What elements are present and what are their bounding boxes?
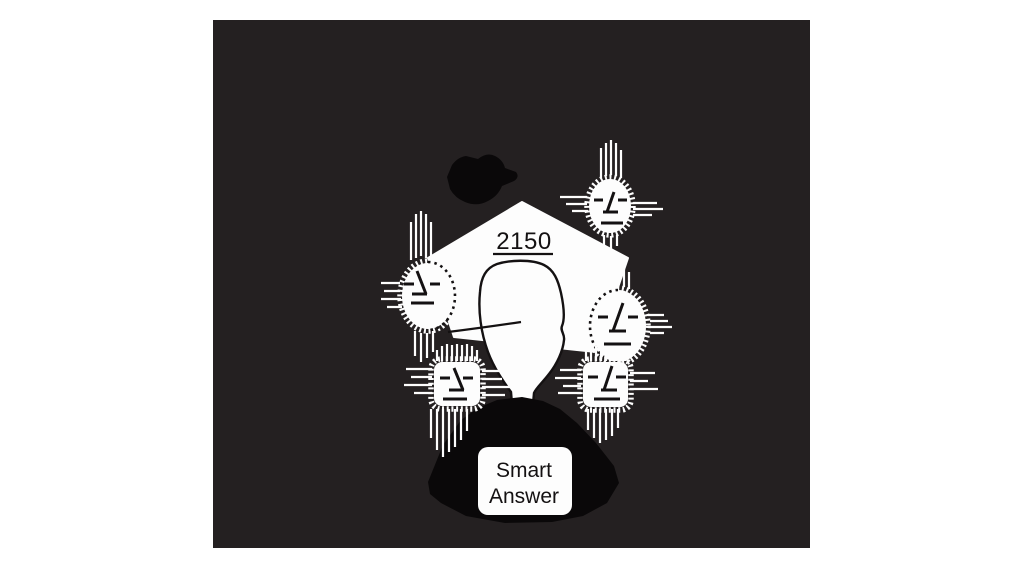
face-features [598, 302, 638, 346]
head-silhouette [478, 259, 566, 406]
face-rays [381, 211, 435, 362]
sun-face-left-icon [381, 211, 459, 362]
smart-answer-line1: Smart [496, 459, 552, 482]
smart-answer-box-bg [478, 447, 572, 515]
sun-face-bottom-right-icon [555, 346, 658, 443]
face-base [402, 263, 454, 329]
cloud-blob-icon [447, 154, 518, 205]
face-rays [555, 346, 658, 443]
sun-face-bottom-left-icon [404, 344, 512, 457]
face-fringe [577, 356, 634, 413]
face-base [434, 362, 480, 406]
face-features [588, 365, 626, 401]
year-label: 2150 [496, 228, 551, 255]
face-fringe [584, 174, 636, 238]
smart-answer-line2: Answer [489, 485, 559, 508]
face-rays [560, 140, 663, 251]
sun-face-top-right-icon [560, 140, 663, 251]
face-features [440, 367, 473, 401]
face-dotted-outline [427, 260, 457, 332]
smart-answer-box: Smart Answer [478, 447, 572, 515]
face-base [590, 290, 646, 362]
face-rays [404, 344, 512, 457]
face-features [404, 270, 440, 305]
straw-line [447, 320, 522, 334]
face-features [594, 191, 627, 225]
face-fringe [428, 356, 486, 412]
